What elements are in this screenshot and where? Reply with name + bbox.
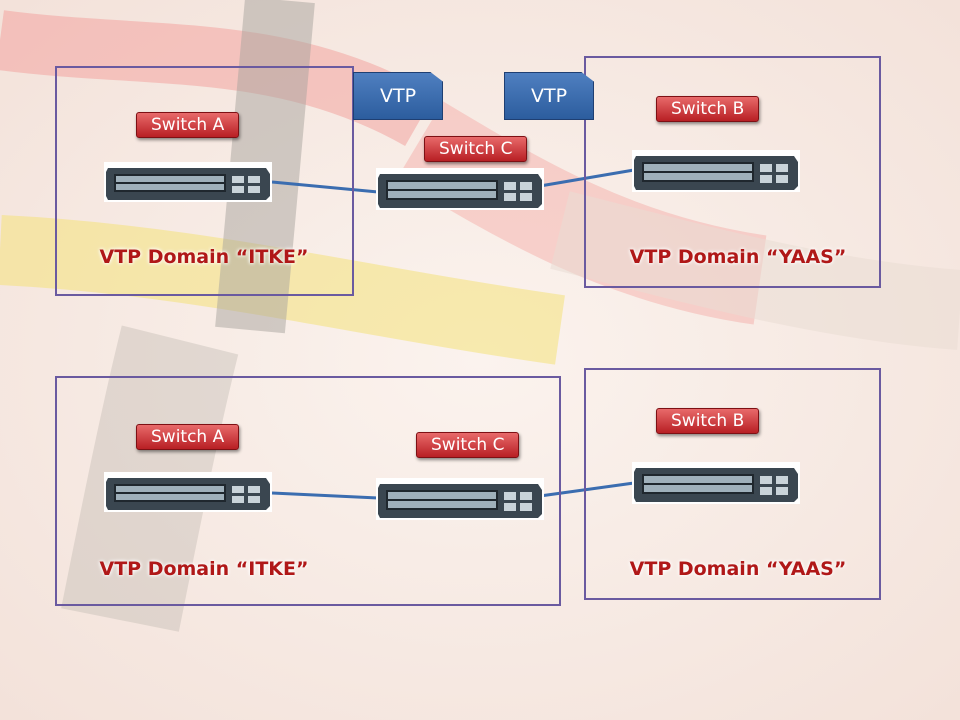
- vtp-tag-left: VTP: [353, 72, 443, 120]
- switch-b-bottom: [632, 462, 800, 504]
- switch-b-top: [632, 150, 800, 192]
- switch-c-label-bottom: Switch C: [416, 432, 520, 458]
- link-a-c-bottom: [271, 491, 379, 500]
- network-switch-icon: [378, 484, 542, 518]
- network-switch-icon: [106, 168, 270, 200]
- switch-b-label-bottom: Switch B: [656, 408, 760, 434]
- switch-c-top: [376, 168, 544, 210]
- switch-c-bottom: [376, 478, 544, 520]
- network-switch-icon: [634, 468, 798, 502]
- network-switch-icon: [634, 156, 798, 190]
- domain-label-itke-bottom: VTP Domain “ITKE”: [99, 558, 309, 580]
- domain-box-yaas-top: [584, 56, 881, 288]
- network-switch-icon: [106, 478, 270, 510]
- domain-label-yaas-top: VTP Domain “YAAS”: [629, 246, 847, 268]
- switch-b-label-top: Switch B: [656, 96, 760, 122]
- switch-a-bottom: [104, 472, 272, 512]
- network-switch-icon: [378, 174, 542, 208]
- domain-box-itke-top: [55, 66, 354, 296]
- domain-label-itke-top: VTP Domain “ITKE”: [99, 246, 309, 268]
- switch-a-top: [104, 162, 272, 202]
- link-c-b-top: [539, 168, 635, 188]
- domain-box-itke-bottom: [55, 376, 561, 606]
- vtp-tag-right: VTP: [504, 72, 594, 120]
- domain-label-yaas-bottom: VTP Domain “YAAS”: [629, 558, 847, 580]
- domain-box-yaas-bottom: [584, 368, 881, 600]
- link-c-b-bottom: [539, 481, 635, 498]
- switch-a-label-top: Switch A: [136, 112, 240, 138]
- switch-c-label-top: Switch C: [424, 136, 528, 162]
- switch-a-label-bottom: Switch A: [136, 424, 240, 450]
- link-a-c-top: [271, 180, 379, 194]
